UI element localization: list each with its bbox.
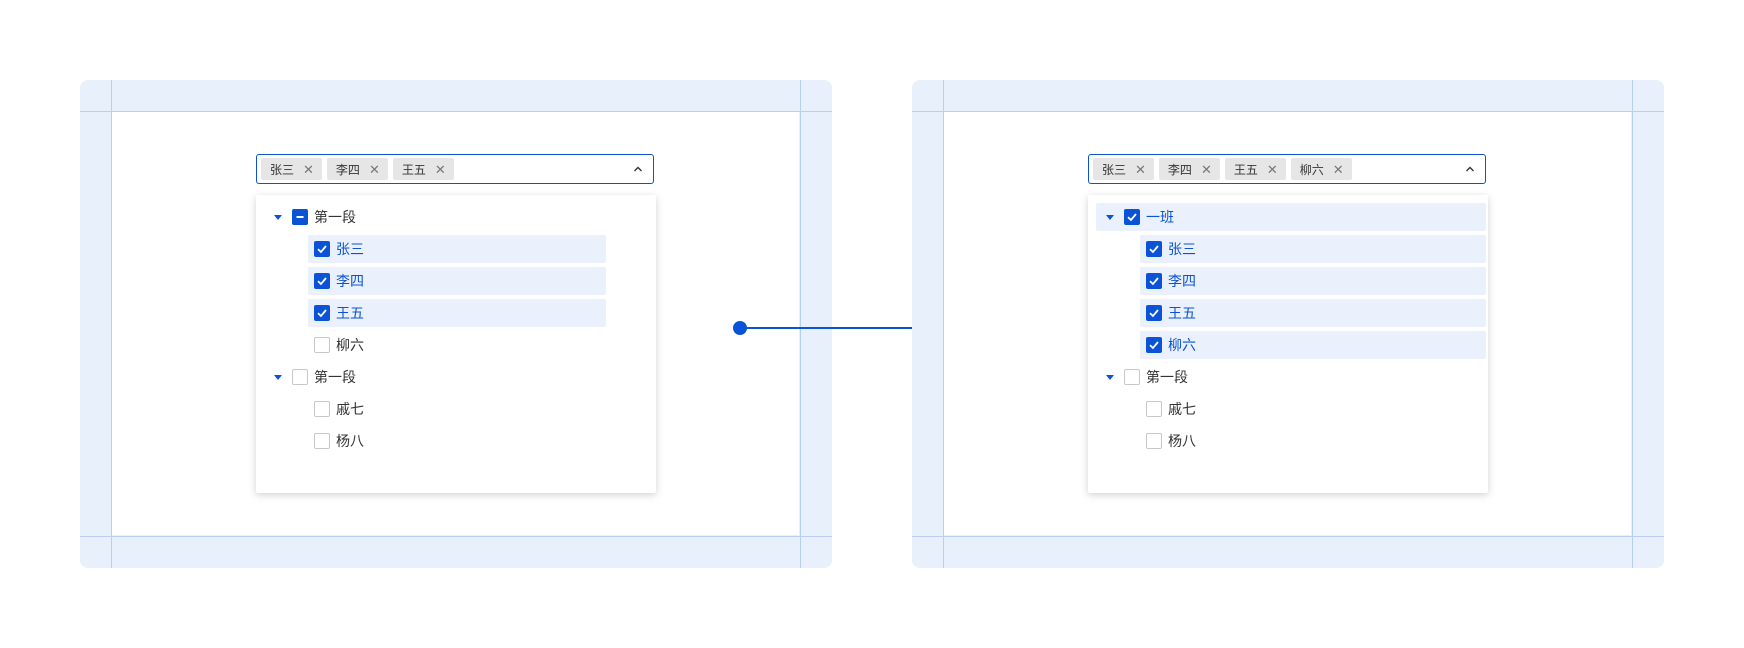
check-icon <box>317 309 327 318</box>
tree-leaf-row[interactable]: 戚七 <box>308 395 606 423</box>
caret-down-icon[interactable] <box>274 375 282 380</box>
checkbox-unchecked[interactable] <box>1124 369 1140 385</box>
check-icon <box>1149 309 1159 318</box>
leaf-label: 柳六 <box>1168 337 1196 353</box>
group-label: 第一段 <box>314 369 356 385</box>
checkbox-unchecked[interactable] <box>314 433 330 449</box>
tree-leaf-row[interactable]: 李四 <box>308 267 606 295</box>
tree-leaf-row[interactable]: 李四 <box>1140 267 1486 295</box>
group-label: 第一段 <box>1146 369 1188 385</box>
check-icon <box>1149 341 1159 350</box>
tree-leaf-row[interactable]: 戚七 <box>1140 395 1486 423</box>
tree-group-row[interactable]: 一班 <box>1096 203 1486 231</box>
guide-line <box>912 111 1664 112</box>
chevron-up-icon[interactable] <box>633 164 643 174</box>
close-icon[interactable]: ✕ <box>434 161 446 177</box>
tag-label: 柳六 <box>1299 162 1324 177</box>
selected-tag: 王五 ✕ <box>392 158 454 180</box>
close-icon[interactable]: ✕ <box>368 161 380 177</box>
selected-tag: 张三 ✕ <box>1093 158 1154 180</box>
check-icon <box>1149 245 1159 254</box>
guide-line <box>912 536 1664 537</box>
tree-dropdown: 一班 张三 李四 王五 柳六 <box>1088 195 1488 493</box>
leaf-label: 王五 <box>1168 305 1196 321</box>
check-icon <box>317 277 327 286</box>
guide-line <box>80 536 832 537</box>
checkbox-unchecked[interactable] <box>314 337 330 353</box>
tag-label: 李四 <box>335 162 360 177</box>
tree-group-row[interactable]: 第一段 <box>264 363 608 391</box>
leaf-label: 杨八 <box>1168 433 1196 449</box>
leaf-label: 戚七 <box>336 401 364 417</box>
tree-leaf-row[interactable]: 柳六 <box>1140 331 1486 359</box>
checkbox-unchecked[interactable] <box>292 369 308 385</box>
checkbox-unchecked[interactable] <box>1146 433 1162 449</box>
checkbox-checked[interactable] <box>314 273 330 289</box>
tree-group-row[interactable]: 第一段 <box>1096 363 1486 391</box>
leaf-label: 王五 <box>336 305 364 321</box>
checkbox-partial[interactable] <box>292 209 308 225</box>
tag-label: 李四 <box>1167 162 1192 177</box>
checkbox-unchecked[interactable] <box>1146 401 1162 417</box>
close-icon[interactable]: ✕ <box>1332 161 1344 177</box>
tag-label: 王五 <box>401 162 426 177</box>
tree-leaf-row[interactable]: 杨八 <box>1140 427 1486 455</box>
close-icon[interactable]: ✕ <box>1200 161 1212 177</box>
leaf-label: 李四 <box>1168 273 1196 289</box>
guide-line <box>800 80 801 568</box>
minus-icon <box>296 216 304 218</box>
leaf-label: 柳六 <box>336 337 364 353</box>
leaf-label: 张三 <box>336 241 364 257</box>
tag-label: 张三 <box>1102 162 1127 177</box>
guide-line <box>80 111 832 112</box>
guide-line <box>111 80 112 568</box>
checkbox-checked[interactable] <box>1124 209 1140 225</box>
tree-leaf-row[interactable]: 王五 <box>308 299 606 327</box>
check-icon <box>1127 213 1137 222</box>
leaf-label: 张三 <box>1168 241 1196 257</box>
selected-tag: 王五 ✕ <box>1224 158 1286 180</box>
checkbox-checked[interactable] <box>314 241 330 257</box>
guide-line <box>1632 80 1633 568</box>
tree-leaf-row[interactable]: 张三 <box>308 235 606 263</box>
close-icon[interactable]: ✕ <box>1135 161 1146 177</box>
check-icon <box>1149 277 1159 286</box>
tree-leaf-row[interactable]: 杨八 <box>308 427 606 455</box>
tree-leaf-row[interactable]: 张三 <box>1140 235 1486 263</box>
checkbox-checked[interactable] <box>1146 305 1162 321</box>
checkbox-unchecked[interactable] <box>314 401 330 417</box>
selected-tag: 李四 ✕ <box>1158 158 1220 180</box>
guide-line <box>943 80 944 568</box>
checkbox-checked[interactable] <box>314 305 330 321</box>
tree-leaf-row[interactable]: 王五 <box>1140 299 1486 327</box>
leaf-label: 李四 <box>336 273 364 289</box>
selected-tag: 李四 ✕ <box>326 158 388 180</box>
left-state-panel: 张三 ✕ 李四 ✕ 王五 ✕ 第一段 张三 <box>80 80 832 568</box>
caret-down-icon[interactable] <box>1106 215 1114 220</box>
chevron-up-icon[interactable] <box>1465 164 1475 174</box>
tree-leaf-row[interactable]: 柳六 <box>308 331 606 359</box>
close-icon[interactable]: ✕ <box>303 161 314 177</box>
caret-down-icon[interactable] <box>274 215 282 220</box>
multi-select-input[interactable]: 张三 ✕ 李四 ✕ 王五 ✕ <box>256 154 654 184</box>
leaf-label: 戚七 <box>1168 401 1196 417</box>
group-label: 第一段 <box>314 209 356 225</box>
tag-label: 王五 <box>1233 162 1258 177</box>
check-icon <box>317 245 327 254</box>
caret-down-icon[interactable] <box>1106 375 1114 380</box>
selected-tag: 柳六 ✕ <box>1290 158 1352 180</box>
leaf-label: 杨八 <box>336 433 364 449</box>
tree-group-row[interactable]: 第一段 <box>264 203 608 231</box>
checkbox-checked[interactable] <box>1146 337 1162 353</box>
tag-label: 张三 <box>270 162 295 177</box>
checkbox-checked[interactable] <box>1146 273 1162 289</box>
group-label: 一班 <box>1146 209 1174 225</box>
right-state-panel: 张三 ✕ 李四 ✕ 王五 ✕ 柳六 ✕ 一班 <box>912 80 1664 568</box>
close-icon[interactable]: ✕ <box>1266 161 1278 177</box>
tree-dropdown: 第一段 张三 李四 王五 柳六 第一段 <box>256 195 656 493</box>
multi-select-input[interactable]: 张三 ✕ 李四 ✕ 王五 ✕ 柳六 ✕ <box>1088 154 1486 184</box>
checkbox-checked[interactable] <box>1146 241 1162 257</box>
selected-tag: 张三 ✕ <box>261 158 322 180</box>
